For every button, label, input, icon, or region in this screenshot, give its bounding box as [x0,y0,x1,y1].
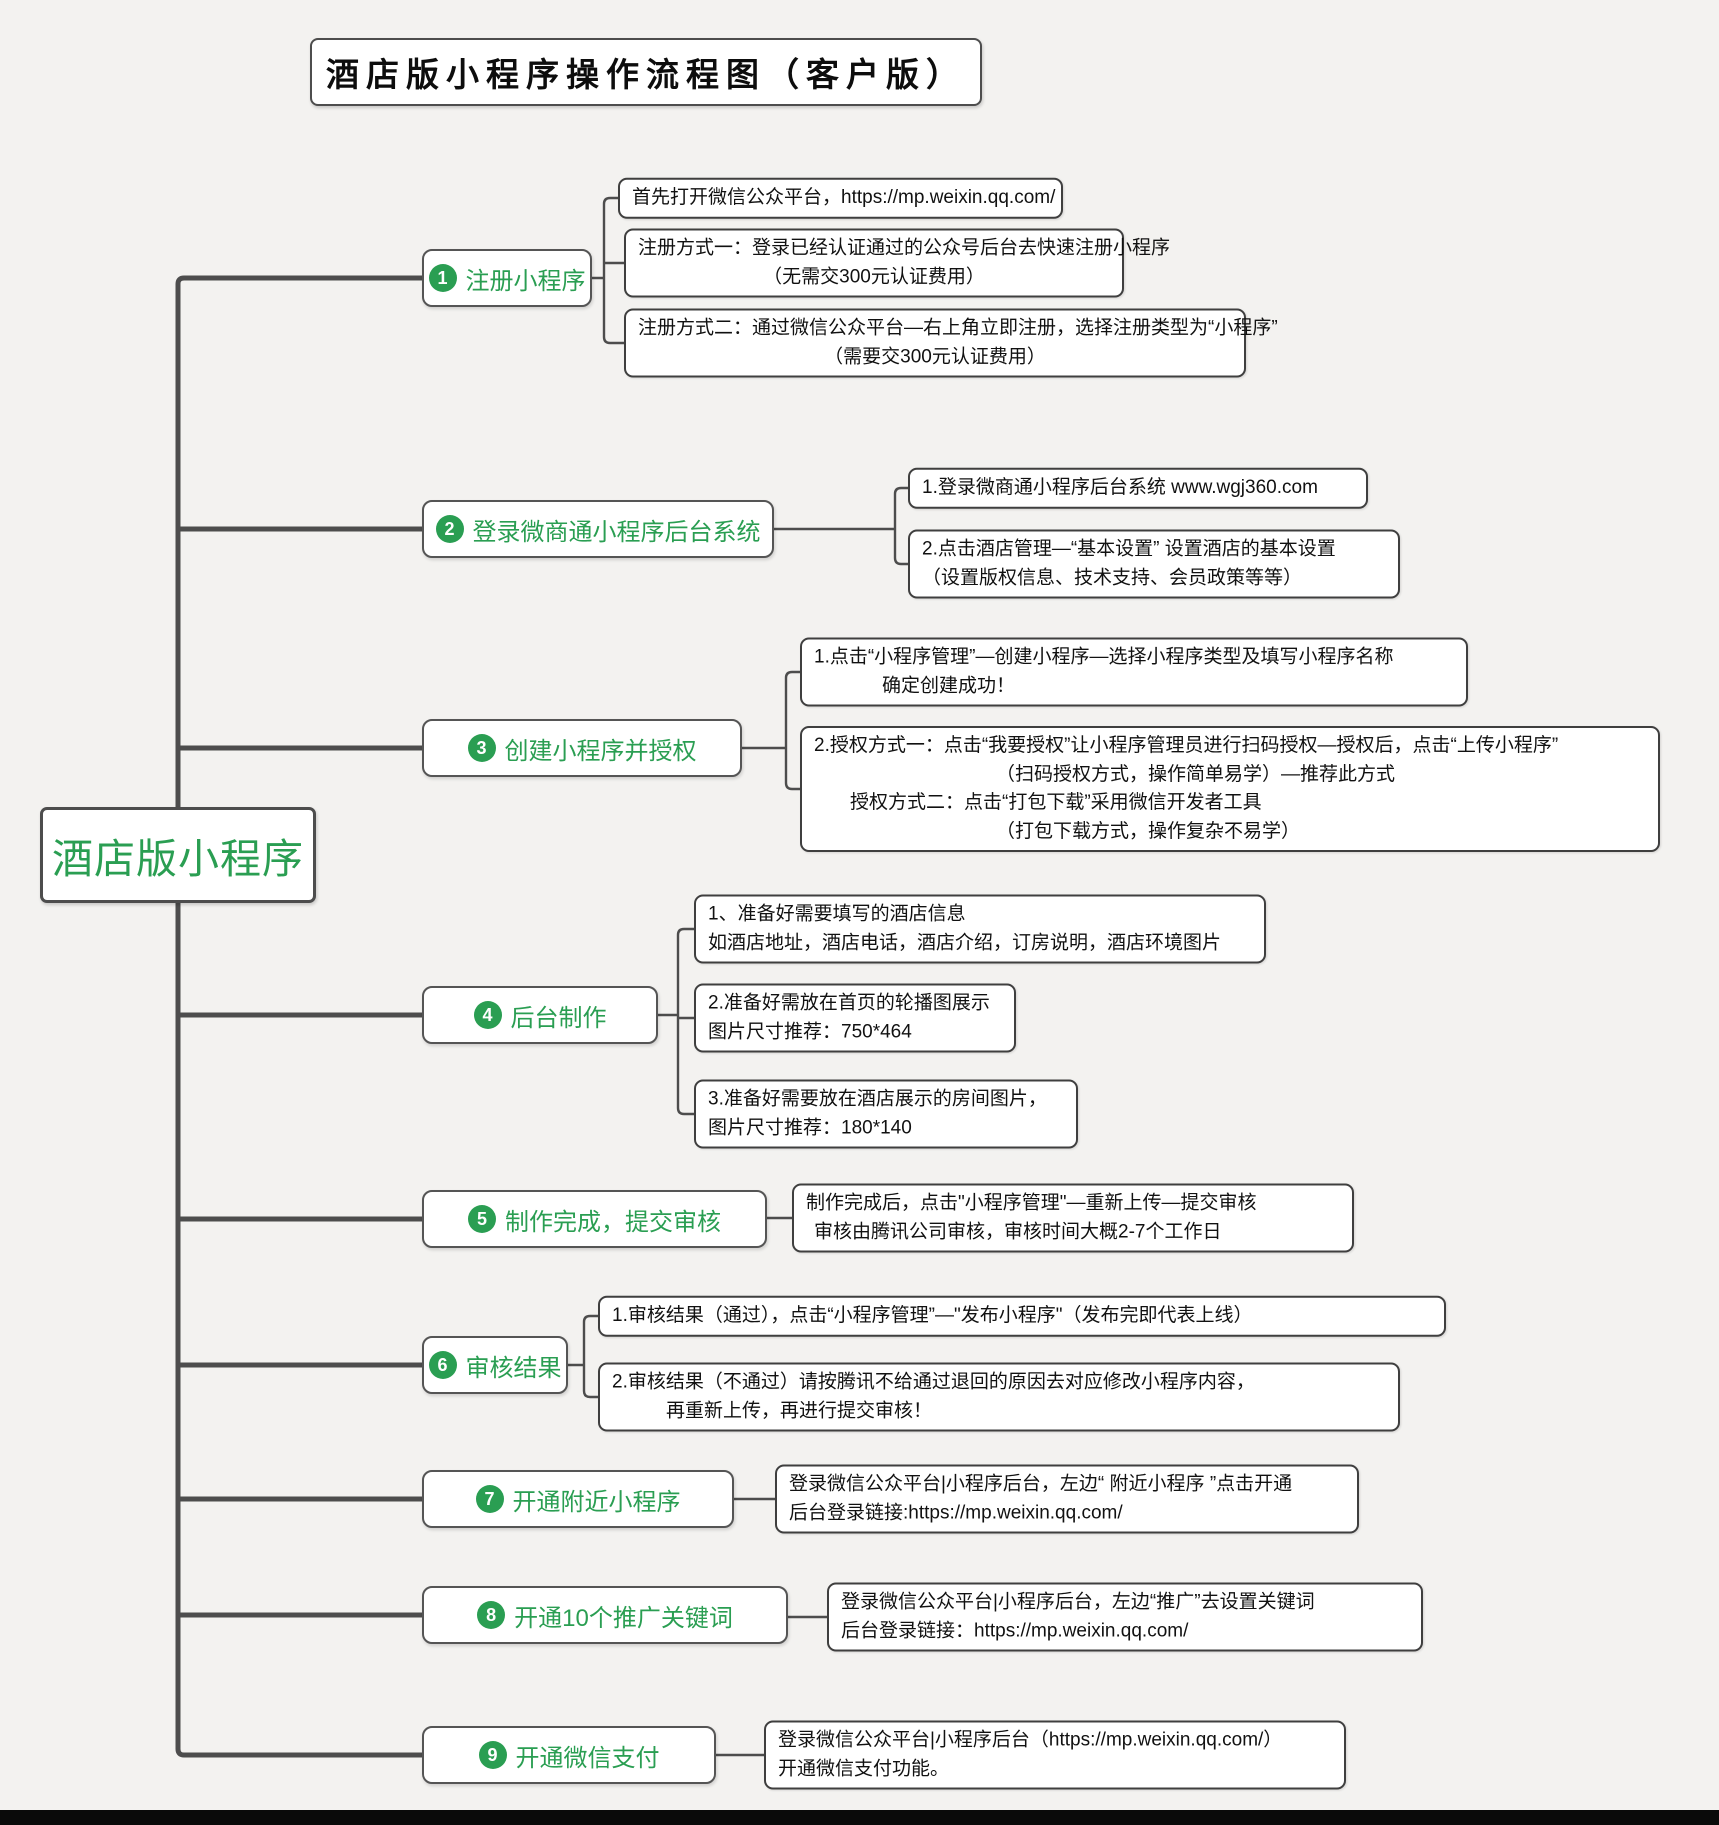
detail-line: 1.点击“小程序管理”—创建小程序—选择小程序类型及填写小程序名称 [814,646,1394,668]
detail-line: 注册方式二：通过微信公众平台—右上角立即注册，选择注册类型为“小程序” [638,317,1278,339]
step-node-4: 4 后台制作 [422,986,658,1044]
detail-line: 2.授权方式一：点击“我要授权”让小程序管理员进行扫码授权—授权后，点击“上传小… [814,735,1559,756]
step-node-7: 7 开通附近小程序 [422,1470,734,1528]
detail-box: 注册方式一：登录已经认证通过的公众号后台去快速注册小程序 （无需交300元认证费… [624,228,1171,298]
step-node-9: 9 开通微信支付 [422,1726,716,1784]
detail-line: 2.准备好需放在首页的轮播图展示 [708,992,990,1014]
detail-line: 首先打开微信公众平台，https://mp.weixin.qq.com/ [632,186,1056,208]
step-number-badge: 2 [435,515,464,543]
detail-box: 登录微信公众平台|小程序后台，左边“推广”去设置关键词 后台登录链接：https… [827,1582,1423,1652]
detail-line: 如酒店地址，酒店电话，酒店介绍，订房说明，酒店环境图片 [708,932,1222,953]
step-number-badge: 4 [473,1001,502,1029]
detail-box: 首先打开微信公众平台，https://mp.weixin.qq.com/ [618,177,1063,219]
detail-line: 登录微信公众平台|小程序后台，左边“ 附近小程序 ”点击开通 [789,1473,1293,1495]
detail-line: 开通微信支付功能。 [778,1758,950,1779]
step-number-badge: 1 [428,264,457,292]
detail-line: 授权方式二：点击“打包下载”采用微信开发者工具 [850,792,1262,813]
detail-line: （无需交300元认证费用） [763,266,985,287]
detail-line: （需要交300元认证费用） [824,346,1046,367]
step-label: 创建小程序并授权 [504,737,697,765]
step-number-badge: 7 [475,1485,504,1513]
detail-box: 登录微信公众平台|小程序后台（https://mp.weixin.qq.com/… [764,1720,1346,1790]
detail-line: 审核由腾讯公司审核，审核时间大概2-7个工作日 [814,1221,1222,1242]
detail-line: 登录微信公众平台|小程序后台，左边“推广”去设置关键词 [841,1591,1315,1613]
detail-box: 制作完成后，点击"小程序管理"—重新上传—提交审核 审核由腾讯公司审核，审核时间… [792,1183,1354,1253]
detail-box: 2.授权方式一：点击“我要授权”让小程序管理员进行扫码授权—授权后，点击“上传小… [800,726,1660,852]
detail-line: 1、准备好需要填写的酒店信息 [708,903,966,925]
detail-box: 2.准备好需放在首页的轮播图展示 图片尺寸推荐：750*464 [694,983,1016,1053]
step-number-badge: 6 [428,1351,457,1379]
detail-box: 3.准备好需要放在酒店展示的房间图片， 图片尺寸推荐：180*140 [694,1079,1078,1149]
step-node-2: 2 登录微商通小程序后台系统 [422,500,774,558]
step-number-badge: 8 [477,1601,506,1629]
detail-box: 1.审核结果（通过），点击“小程序管理”—"发布小程序"（发布完即代表上线） [598,1295,1446,1337]
detail-line: 图片尺寸推荐：180*140 [708,1117,912,1138]
detail-line: 3.准备好需要放在酒店展示的房间图片， [708,1088,1047,1110]
step-node-3: 3 创建小程序并授权 [422,719,742,777]
step-node-5: 5 制作完成，提交审核 [422,1190,767,1248]
detail-box: 2.审核结果（不通过）请按腾讯不给通过退回的原因去对应修改小程序内容， 再重新上… [598,1362,1400,1432]
step-label: 审核结果 [465,1354,562,1382]
step-number-badge: 3 [467,734,496,762]
detail-line: 再重新上传，再进行提交审核！ [666,1400,933,1421]
detail-line: 制作完成后，点击"小程序管理"—重新上传—提交审核 [806,1192,1257,1214]
step-label: 开通附近小程序 [512,1488,681,1516]
detail-line: （打包下载方式，操作复杂不易学） [996,820,1301,842]
step-number-badge: 9 [478,1741,507,1769]
detail-line: 图片尺寸推荐：750*464 [708,1021,912,1042]
detail-box: 注册方式二：通过微信公众平台—右上角立即注册，选择注册类型为“小程序” （需要交… [624,308,1278,378]
detail-line: （设置版权信息、技术支持、会员政策等等） [922,567,1303,588]
step-label: 开通10个推广关键词 [514,1604,733,1632]
step-label: 后台制作 [510,1004,607,1032]
step-label: 注册小程序 [465,267,586,295]
step-label: 制作完成，提交审核 [505,1208,721,1236]
detail-line: 注册方式一：登录已经认证通过的公众号后台去快速注册小程序 [638,237,1171,259]
step-node-6: 6 审核结果 [422,1336,568,1394]
page-title: 酒店版小程序操作流程图（客户版） [310,38,982,106]
detail-line: 后台登录链接:https://mp.weixin.qq.com/ [789,1502,1123,1523]
detail-line: 登录微信公众平台|小程序后台（https://mp.weixin.qq.com/… [778,1729,1283,1751]
step-label: 登录微商通小程序后台系统 [472,518,761,546]
step-node-1: 1 注册小程序 [422,249,592,307]
root-node: 酒店版小程序 [40,807,316,903]
detail-line: （扫码授权方式，操作简单易学）—推荐此方式 [996,763,1396,785]
detail-box: 1、准备好需要填写的酒店信息 如酒店地址，酒店电话，酒店介绍，订房说明，酒店环境… [694,894,1266,964]
detail-box: 1.点击“小程序管理”—创建小程序—选择小程序类型及填写小程序名称 确定创建成功… [800,637,1468,707]
detail-line: 确定创建成功！ [882,675,1016,696]
detail-line: 后台登录链接：https://mp.weixin.qq.com/ [841,1620,1189,1641]
step-node-8: 8 开通10个推广关键词 [422,1586,788,1644]
detail-line: 2.审核结果（不通过）请按腾讯不给通过退回的原因去对应修改小程序内容， [612,1371,1255,1393]
detail-box: 登录微信公众平台|小程序后台，左边“ 附近小程序 ”点击开通 后台登录链接:ht… [775,1464,1359,1534]
detail-box: 2.点击酒店管理—“基本设置” 设置酒店的基本设置 （设置版权信息、技术支持、会… [908,529,1400,599]
detail-line: 1.登录微商通小程序后台系统 www.wgj360.com [922,476,1318,498]
detail-line: 2.点击酒店管理—“基本设置” 设置酒店的基本设置 [922,538,1336,560]
step-label: 开通微信支付 [515,1744,660,1772]
detail-line: 1.审核结果（通过），点击“小程序管理”—"发布小程序"（发布完即代表上线） [612,1304,1253,1326]
detail-box: 1.登录微商通小程序后台系统 www.wgj360.com [908,467,1368,509]
step-number-badge: 5 [468,1205,496,1233]
bottom-bar [0,1810,1719,1825]
